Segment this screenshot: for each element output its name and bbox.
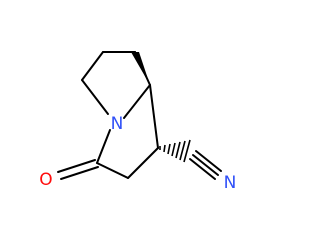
bond-lines bbox=[57, 51, 222, 180]
bond-c3-o-outer bbox=[57, 159, 96, 173]
hashed-bond-c1-cn bbox=[159, 139, 191, 163]
bond-c3-c2 bbox=[96, 162, 129, 179]
bond-c2-c1 bbox=[127, 147, 159, 179]
bond-c8-n bbox=[123, 84, 151, 119]
bond-c1-c8 bbox=[149, 84, 159, 149]
bond-n-c5 bbox=[81, 79, 109, 115]
bond-c5-c6 bbox=[81, 51, 104, 81]
atom-label-carbonyl-oxygen: O bbox=[39, 170, 52, 190]
bond-n-c3 bbox=[96, 129, 111, 164]
bond-cn-2 bbox=[195, 150, 222, 172]
molecule-structure: N O N bbox=[39, 51, 237, 193]
bond-cn-1 bbox=[192, 154, 219, 176]
wedge-bond-c8-c7 bbox=[131, 52, 150, 85]
atom-label-nitrile-nitrogen: N bbox=[224, 173, 237, 193]
atom-label-ring-nitrogen: N bbox=[111, 114, 124, 134]
bond-c3-o-inner bbox=[60, 166, 99, 180]
bond-cn-3 bbox=[189, 158, 216, 180]
